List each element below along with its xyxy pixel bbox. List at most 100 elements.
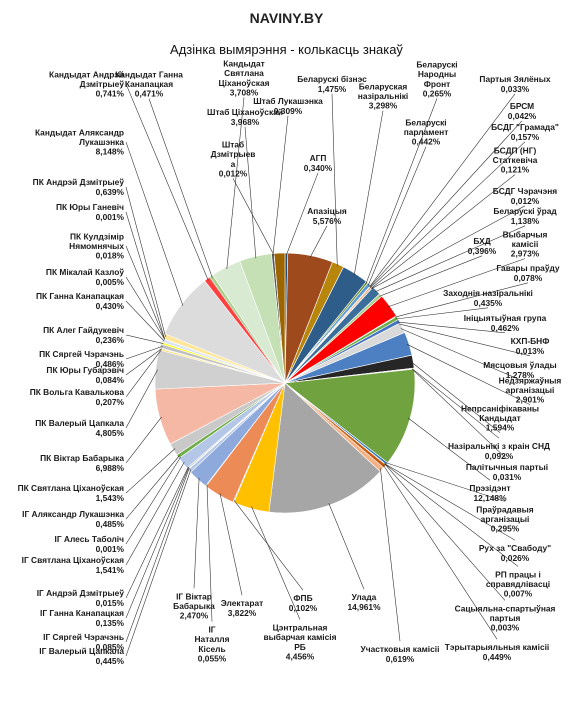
slice-label-line: Беларускі бізнэс [297,74,367,84]
leader-line [244,126,257,259]
slice-label-line: Палітычныя партыі [466,462,548,472]
slice-label-line: арганізацыі [506,385,555,395]
slice-label: БСДГ "Грамада"0,157% [491,122,559,142]
slice-label-line: Недзяржаўныя [499,375,562,385]
slice-label-line: Прэзідэнт [469,483,510,493]
leader-line [125,211,165,340]
slice-label-line: ІГ Андрэй Дзмітрыеў [37,588,125,598]
slice-label-line: Беларускі [416,60,457,70]
leader-line [272,115,289,256]
leader-line [387,258,526,308]
slice-label-line: 1,278% [506,370,535,380]
leader-line [367,146,427,286]
slice-label-line: 0,121% [501,165,530,175]
chart-title: Адзінка вымярэння - колькасць знакаў [170,42,403,57]
slice-label-line: ПК Алег Гайдукевіч [43,325,124,335]
slice-label-line: Тэрытарыяльныя камісіі [445,642,550,652]
leader-line [411,361,501,433]
slice-label-line: Праўрадавыя [476,504,533,514]
slice-label-line: 0,001% [96,212,125,222]
slice-label-line: ІГ Сяргей Чэрачэнь [43,632,124,642]
slice-label-line: 0,018% [96,251,125,261]
slice-label-line: ПК Юры Ганевіч [56,202,124,212]
leader-line [384,463,516,541]
leader-line [379,255,483,297]
leader-line [309,225,328,258]
leader-line [328,503,365,590]
slice-label-line: БСДП (НГ) [494,145,537,155]
slice-label-line: Бабарыка [173,601,215,611]
slice-label-line: ПК Кулдзімір [70,231,124,241]
slice-label-line: БСДГ "Грамада" [491,122,559,132]
slice-label-line: 2,973% [511,249,540,259]
slice-label-line: Беларуская [359,81,408,91]
pie-slices [154,252,416,514]
slice-label-line: 1,475% [318,84,347,94]
slice-label-line: Апазіцыя [307,206,347,216]
leader-line [406,344,531,405]
slice-label-line: 0,265% [423,88,452,98]
slice-label-line: 12,148% [473,493,507,503]
slice-label-line: 2,470% [180,611,209,621]
leader-line [232,178,275,256]
slice-label-line: Назіральнікі з краін СНД [448,441,550,451]
leader-line [331,93,338,267]
slice-label-line: 0,619% [386,654,415,664]
leader-line [412,368,500,439]
slice-label-line: Кандыдат Аляксандр [35,127,124,137]
leader-line [206,484,213,622]
slice-label-line: 0,003% [491,623,520,633]
leader-line [125,349,162,398]
slice-label-line: 0,430% [96,301,125,311]
slice-label-line: Участковыя камісіі [361,644,440,654]
slice-label-line: 3,968% [231,117,260,127]
leader-line [385,462,506,502]
slice-label-line: ПК Мікалай Казлоў [46,267,124,277]
slice-label-line: Нямомнячых [69,241,124,251]
leader-line [125,83,209,281]
slice-label-line: 0,033% [501,84,530,94]
slice-label-line: ІГ [208,625,215,635]
slice-label-line: 0,741% [96,89,125,99]
slice-label-line: БРСМ [510,101,534,111]
slice-label-line: Цэнтральная [273,623,328,633]
slice-label-line: 0,102% [289,603,318,613]
slice-label-line: 0,092% [485,451,514,461]
slice-label-line: Мясцовыя ўлады [483,360,556,370]
slice-label-line: 0,001% [96,544,125,554]
leader-line [125,245,165,340]
slice-label-line: 0,031% [493,472,522,482]
slice-label-line: 0,340% [304,163,333,173]
leader-line [286,172,319,256]
slice-label-line: 1,138% [511,216,540,226]
leader-line [394,282,529,318]
slice-label-line: 0,295% [491,524,520,534]
slice-label-line: 3,708% [230,87,259,97]
slice-label-line: БСДГ Чэрачэня [493,186,558,196]
leader-line [371,174,516,289]
